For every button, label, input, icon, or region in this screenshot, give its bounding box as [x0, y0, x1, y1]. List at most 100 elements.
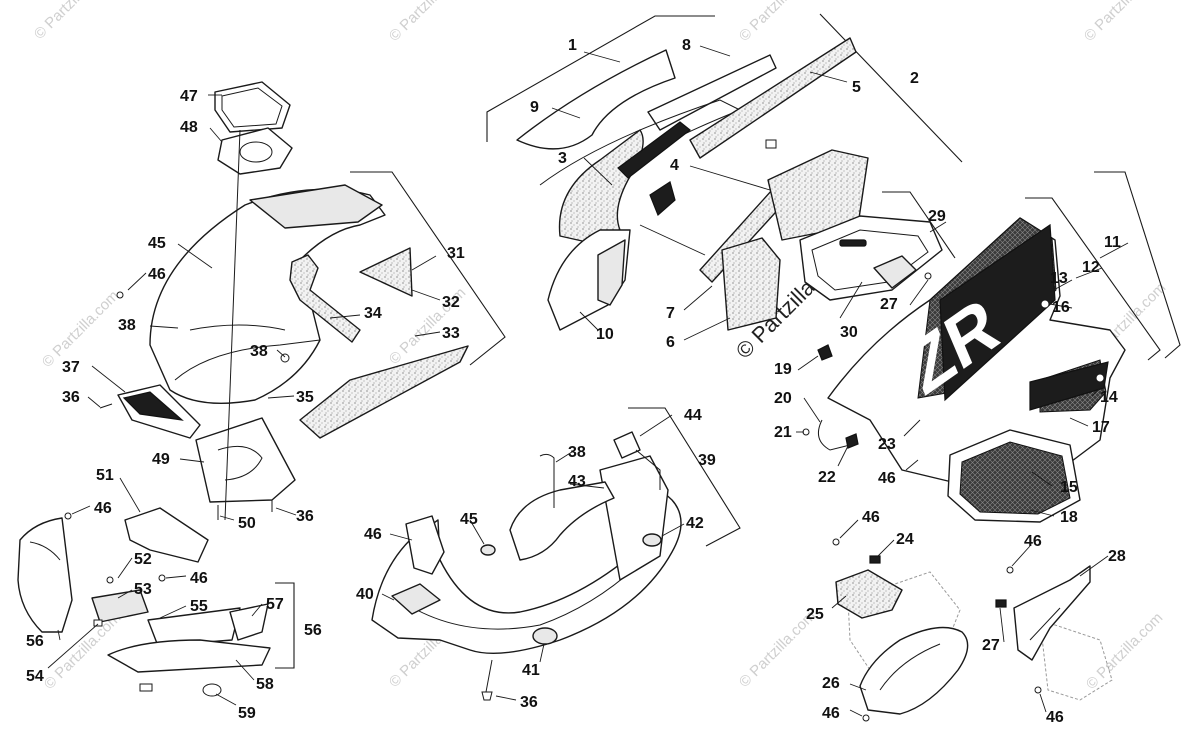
callout-25: 25 [806, 606, 824, 623]
side-panel-28 [1013, 565, 1091, 661]
callout-39: 39 [698, 452, 716, 469]
knob-59 [202, 683, 222, 697]
leader-1 [583, 51, 621, 63]
leader-26 [849, 683, 867, 691]
callout-46-nose-right: 46 [878, 470, 896, 487]
bracket-29 [882, 191, 956, 259]
clip-54 [93, 619, 103, 627]
fastener-16 [1040, 299, 1050, 309]
callout-11: 11 [1104, 234, 1121, 251]
grommet-42 [642, 533, 662, 547]
foam-triangle-32 [359, 247, 413, 297]
bracket-56 [275, 582, 295, 669]
side-fairing-56 [17, 517, 73, 633]
callout-59: 59 [238, 705, 256, 722]
foam-panel-large [767, 149, 869, 241]
foam-strip-5 [689, 37, 857, 159]
callout-38-right: 38 [250, 343, 268, 360]
ghost-outline-side [1039, 619, 1113, 701]
fastener-27-top [924, 272, 932, 280]
callout-2: 2 [910, 70, 919, 87]
foam-block-6 [721, 237, 781, 331]
bracket-31 [350, 171, 506, 366]
plate-49 [195, 417, 296, 503]
callout-23: 23 [878, 436, 896, 453]
callout-27-top: 27 [880, 296, 898, 313]
callout-52: 52 [134, 551, 152, 568]
fastener-46-side-top [1006, 566, 1014, 574]
callout-46-intake-bottom: 46 [822, 705, 840, 722]
callout-12: 12 [1082, 259, 1100, 276]
callout-36-belly: 36 [520, 694, 538, 711]
callout-30: 30 [840, 324, 858, 341]
leader-46-box [165, 575, 187, 579]
nose-pan-edge [174, 339, 321, 381]
callout-45-belly: 45 [460, 511, 478, 528]
air-duct-26 [859, 626, 969, 715]
callout-46-box: 46 [190, 570, 208, 587]
callout-35: 35 [296, 389, 314, 406]
nose-pan-main [149, 188, 386, 404]
trim-strip-8 [647, 54, 777, 131]
callout-10: 10 [596, 326, 614, 343]
grille-mesh-15 [959, 441, 1071, 515]
fastener-46-side-bottom [1034, 686, 1042, 694]
callout-50: 50 [238, 515, 256, 532]
callout-21: 21 [774, 424, 792, 441]
clip-24 [869, 555, 881, 564]
callout-46-belly: 46 [364, 526, 382, 543]
leader-14 [1091, 383, 1105, 397]
callout-49: 49 [152, 451, 170, 468]
clip-hardware [765, 139, 777, 149]
callout-14: 14 [1100, 389, 1118, 406]
leader-5 [809, 71, 848, 83]
callout-46-intake-top: 46 [862, 509, 880, 526]
watermark-corner-4: © Partzilla [1081, 0, 1142, 45]
fastener-46-left [64, 512, 72, 520]
fastener-46-box [158, 574, 166, 582]
callout-33: 33 [442, 325, 460, 342]
leader-37 [91, 365, 126, 393]
leader-7 [683, 285, 713, 311]
callout-36-mid: 36 [296, 508, 314, 525]
clip-under-tray [139, 683, 153, 692]
hood-panel-group: 1 2 3 4 5 6 7 8 9 10 [486, 13, 963, 351]
decal-assembly-group: ZR 6000 11 12 13 14 [774, 171, 1181, 526]
callout-20: 20 [774, 390, 792, 407]
callout-3: 3 [558, 150, 567, 167]
watermark-corner-1: © Partzilla [31, 0, 92, 43]
air-duct-26-contour [879, 643, 941, 691]
callout-56-left: 56 [26, 633, 44, 650]
leader-19 [797, 355, 819, 371]
leader-58 [235, 659, 255, 681]
bolt-36-head [481, 691, 493, 701]
leader-25 [831, 595, 847, 609]
callout-6: 6 [666, 334, 675, 351]
leader-44 [639, 414, 673, 437]
callout-58: 58 [256, 676, 274, 693]
callout-42: 42 [686, 515, 704, 532]
bracket-11 [1094, 171, 1181, 359]
center-guide-line [224, 129, 241, 521]
callout-19: 19 [774, 361, 792, 378]
leader-18 [1029, 509, 1055, 517]
leader-42 [661, 523, 685, 537]
leader-32 [411, 289, 441, 301]
callout-44: 44 [684, 407, 702, 424]
leader-43 [569, 483, 605, 489]
leader-17 [1069, 417, 1089, 427]
intake-group: 46 24 25 26 46 46 28 27 46 [806, 509, 1126, 726]
leader-46-nose-right [905, 459, 919, 471]
leader-46-side-top [1011, 545, 1031, 567]
leader-12 [1075, 267, 1103, 279]
hood-vent-dark [617, 121, 691, 179]
callout-29: 29 [928, 208, 946, 225]
gasket-47 [214, 81, 291, 133]
leader-49 [179, 458, 205, 463]
fastener-52 [106, 576, 114, 584]
panel-57 [229, 603, 269, 641]
bolt-36-left [99, 403, 113, 409]
callout-22: 22 [818, 469, 836, 486]
